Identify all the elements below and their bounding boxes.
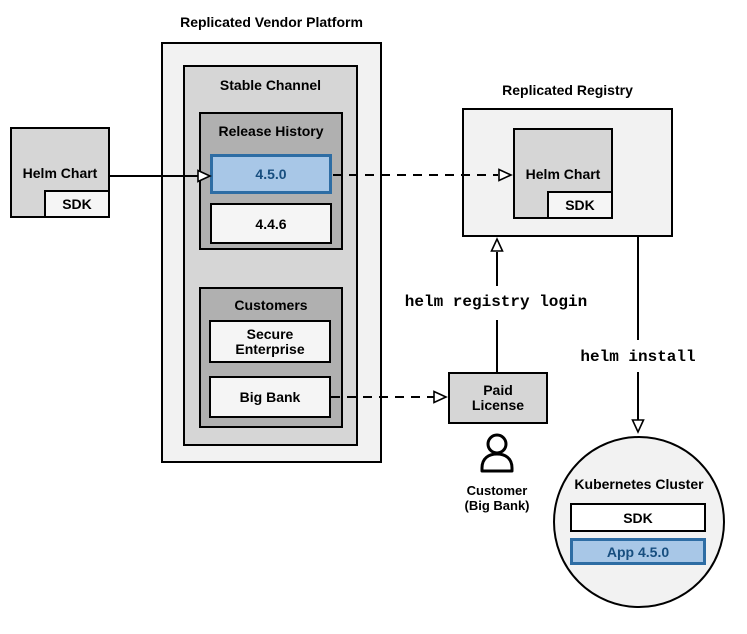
cluster-app-box: App 4.5.0 <box>570 538 706 565</box>
customer-name: Secure Enterprise <box>235 325 305 357</box>
registry-title: Replicated Registry <box>502 82 633 98</box>
customers-box: Customers Secure Enterprise Big Bank <box>199 287 343 428</box>
paid-license-line2: License <box>471 397 525 413</box>
sdk-label: SDK <box>623 509 653 526</box>
app-label: App 4.5.0 <box>606 543 670 560</box>
stable-channel-box: Stable Channel Release History 4.5.0 4.4… <box>183 65 358 446</box>
sdk-label: SDK <box>62 196 92 212</box>
registry-helm-chart-box: Helm Chart SDK <box>513 128 613 219</box>
version-label: 4.4.6 <box>255 215 287 232</box>
vendor-platform-box: Stable Channel Release History 4.5.0 4.4… <box>161 42 382 463</box>
person-icon <box>480 433 514 473</box>
customers-label: Customers <box>234 297 308 313</box>
vendor-platform-title: Replicated Vendor Platform <box>180 14 363 30</box>
release-history-label: Release History <box>218 123 324 139</box>
helm-registry-login-label: helm registry login <box>404 293 588 311</box>
customer-label: Customer (Big Bank) <box>447 483 547 513</box>
source-helm-chart-label: Helm Chart <box>22 165 98 181</box>
customer-name: Big Bank <box>239 389 301 405</box>
paid-license-box: Paid License <box>448 372 548 424</box>
helm-install-label: helm install <box>580 348 696 366</box>
customer-box-big-bank: Big Bank <box>209 376 331 418</box>
k8s-cluster-title: Kubernetes Cluster <box>574 476 704 492</box>
version-label: 4.5.0 <box>255 166 287 182</box>
customer-box-secure-enterprise: Secure Enterprise <box>209 320 331 363</box>
paid-license-line1: Paid <box>483 382 513 398</box>
version-box-4-4-6: 4.4.6 <box>210 203 332 244</box>
registry-helm-chart-label: Helm Chart <box>525 166 601 182</box>
customer-label-line2: (Big Bank) <box>464 498 530 513</box>
registry-sdk-box: SDK <box>547 191 613 219</box>
release-history-box: Release History 4.5.0 4.4.6 <box>199 112 343 250</box>
registry-box: Helm Chart SDK <box>462 108 673 237</box>
version-box-4-5-0: 4.5.0 <box>210 154 332 194</box>
sdk-label: SDK <box>565 197 595 213</box>
customer-label-line1: Customer <box>466 483 528 498</box>
arrow-helm-install <box>631 237 645 434</box>
source-sdk-box: SDK <box>44 190 110 218</box>
source-helm-chart-box: Helm Chart SDK <box>10 127 110 218</box>
k8s-cluster-circle: Kubernetes Cluster SDK App 4.5.0 <box>553 436 725 608</box>
stable-channel-label: Stable Channel <box>219 77 322 93</box>
cluster-sdk-box: SDK <box>570 503 706 532</box>
